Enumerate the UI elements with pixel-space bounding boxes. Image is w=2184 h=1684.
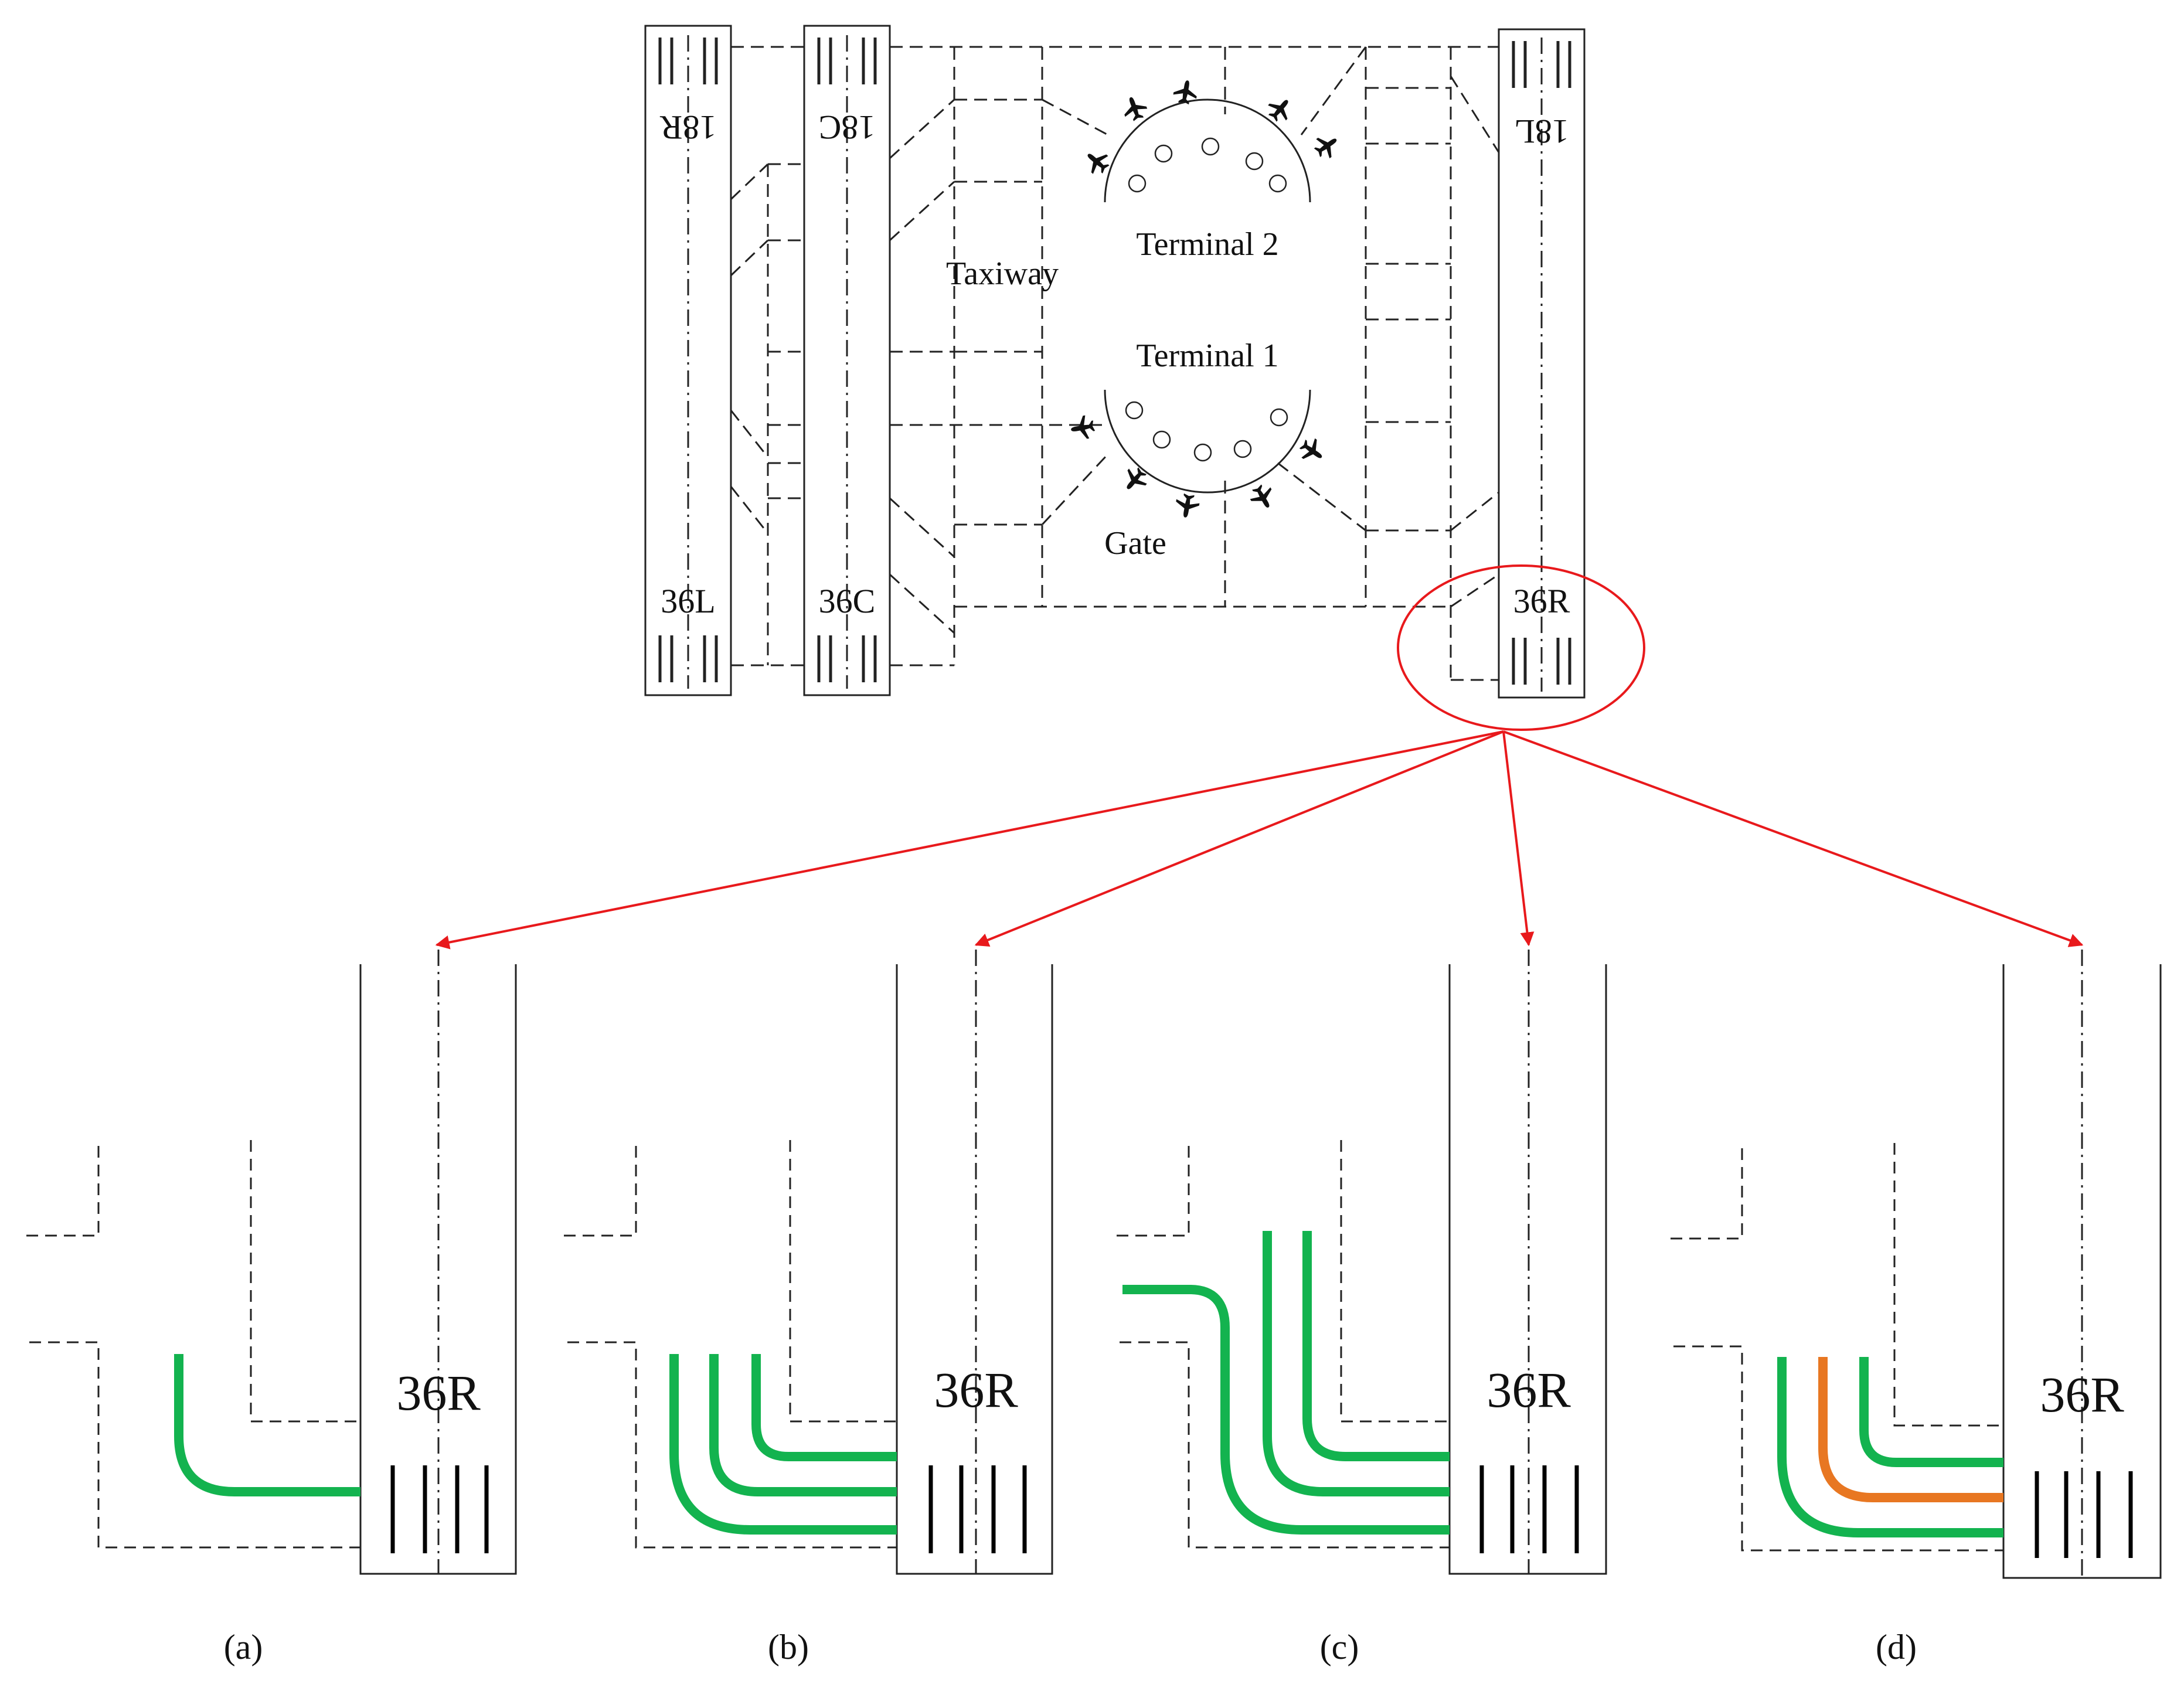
- runway-label-36r: 36R: [1513, 582, 1570, 620]
- terminal-1-building: [1104, 389, 1311, 494]
- airplane-icon: [1310, 130, 1343, 163]
- panel-caption: (b): [768, 1628, 809, 1666]
- airplane-icon: [1118, 463, 1152, 496]
- airport-overview: [644, 25, 1586, 699]
- panel-c: 36R (c): [1117, 950, 1607, 1666]
- zoom-arrow-d: [1503, 730, 2084, 947]
- airplane-icon: [1172, 78, 1199, 106]
- airplane-icon: [1295, 434, 1329, 467]
- taxi-path-green: [1777, 1357, 2003, 1537]
- airplane-icon: [1246, 481, 1279, 513]
- airplane-icon: [1263, 93, 1297, 126]
- panel-b: 36R (b): [564, 950, 1053, 1666]
- panel-runway-label: 36R: [1486, 1362, 1571, 1418]
- zoom-highlight: [435, 564, 2084, 950]
- gate-label: Gate: [1104, 525, 1166, 562]
- runway-right: [1498, 28, 1586, 699]
- aircraft-group: [1069, 78, 1343, 520]
- panel-runway-label: 36R: [396, 1365, 481, 1421]
- taxi-path-orange: [1818, 1357, 2003, 1502]
- airplane-icon: [1173, 492, 1201, 520]
- runway-label-36l: 36L: [661, 582, 715, 620]
- taxi-path-green: [1263, 1231, 1450, 1496]
- panel-a: 36R (a): [26, 950, 517, 1666]
- taxi-path-green: [669, 1354, 897, 1535]
- taxi-path-green: [174, 1354, 360, 1496]
- zoom-arrow-a: [435, 730, 1504, 950]
- airplane-icon: [1120, 93, 1150, 124]
- zoom-arrow-c: [1502, 731, 1535, 947]
- panel-caption: (a): [224, 1628, 263, 1666]
- airport-labels: 18R 18C 18L 36L 36C 36R Taxiway Terminal…: [659, 108, 1570, 620]
- runway-label-36c: 36C: [819, 582, 876, 620]
- taxi-path-green: [709, 1354, 897, 1496]
- runway-label-18c: 18C: [819, 108, 876, 147]
- runway-center: [803, 25, 891, 696]
- gate-circles: [1125, 137, 1288, 462]
- runway-left: [644, 25, 732, 696]
- taxi-path-green: [751, 1354, 897, 1461]
- terminal-2-building: [1104, 98, 1311, 203]
- panel-runway-label: 36R: [934, 1362, 1018, 1418]
- taxi-path-green: [1122, 1285, 1450, 1535]
- taxi-path-green: [1302, 1231, 1450, 1461]
- highlight-ellipse: [1397, 564, 1645, 731]
- panel-runway-label: 36R: [2040, 1366, 2124, 1423]
- terminal-2-label: Terminal 2: [1136, 226, 1278, 263]
- airplane-icon: [1069, 414, 1097, 441]
- taxiway-network: [730, 46, 1500, 681]
- zoom-arrow-b: [974, 730, 1504, 947]
- panel-d: 36R (d): [1671, 950, 2162, 1666]
- taxiway-label: Taxiway: [946, 256, 1059, 292]
- panel-caption: (d): [1876, 1628, 1917, 1666]
- terminal-1-label: Terminal 1: [1136, 338, 1278, 374]
- taxi-path-green: [1859, 1357, 2003, 1467]
- panel-caption: (c): [1320, 1628, 1359, 1666]
- runway-label-18r: 18R: [659, 108, 716, 147]
- runway-label-18l: 18L: [1514, 113, 1569, 151]
- runway-threshold-marks: [658, 38, 718, 682]
